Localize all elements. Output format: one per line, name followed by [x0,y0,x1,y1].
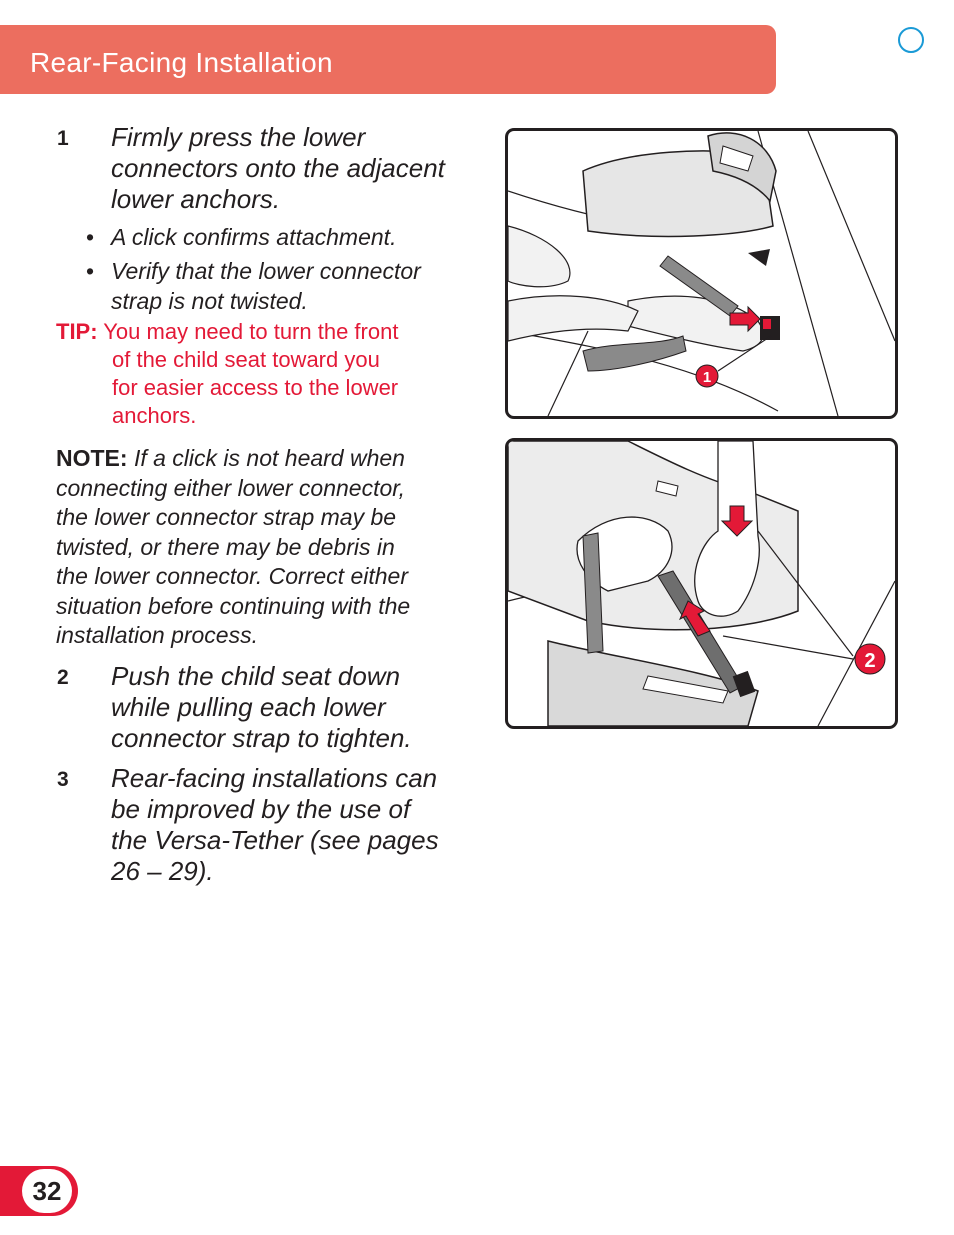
figure-2-callout: 2 [864,650,875,672]
step-number: 2 [57,666,69,689]
figure-1-drawing: 1 [508,131,895,416]
bullet-line: A click confirms attachment. [111,224,397,250]
bullet-line: Verify that the lower connector [111,258,421,284]
bullet-item: Verify that the lower connector strap is… [111,256,421,316]
note-label: NOTE: [56,445,128,471]
step-line: Push the child seat down [111,661,401,691]
step-line: the Versa-Tether (see pages [111,825,439,855]
tip-line: anchors. [112,403,197,428]
page-number: 32 [32,1176,62,1206]
step-line: Firmly press the lower [111,122,366,152]
figure-2-drawing: 2 [508,441,895,726]
step-number: 3 [57,768,69,791]
section-header-bar [0,25,776,94]
step-line: 26 – 29). [111,856,214,886]
page-number-badge-inner [22,1169,72,1213]
step-2-text: Push the child seat down while pulling e… [111,661,412,754]
page-number-badge [0,1166,78,1216]
tip-block: TIP: You may need to turn the front of t… [56,318,398,430]
step-number: 1 [57,127,69,150]
note-line: the lower connector strap may be [56,504,397,530]
bullet-marker: • [86,258,95,284]
note-line: installation process. [56,622,258,648]
bullet-line: strap is not twisted. [111,288,308,314]
bullet-marker: • [86,224,95,250]
step-line: connector strap to tighten. [111,723,412,753]
tip-line: You may need to turn the front [103,319,399,344]
note-line: twisted, or there may be debris in [56,533,395,560]
bullet-item: A click confirms attachment. [111,222,396,252]
note-block: NOTE: If a click is not heard when conne… [56,444,410,651]
figure-1-callout: 1 [703,369,711,386]
figure-1-illustration: 1 [505,128,898,419]
tip-line: for easier access to the lower [112,375,399,400]
section-title: Rear-Facing Installation [30,47,333,78]
step-line: Rear-facing installations can [111,763,438,793]
tip-line: of the child seat toward you [112,347,380,372]
step-line: be improved by the use of [111,794,411,824]
figure-2-illustration: 2 [505,438,898,729]
corner-circle-icon [898,27,924,53]
tip-label: TIP: [56,319,98,344]
note-line: connecting either lower connector, [56,474,406,501]
note-line: the lower connector. Correct either [56,563,408,589]
step-line: while pulling each lower [111,692,386,722]
step-line: lower anchors. [111,184,281,214]
note-line: If a click is not heard when [133,445,405,471]
step-line: connectors onto the adjacent [111,153,445,183]
step-3-text: Rear-facing installations can be improve… [111,763,439,887]
step-1-text: Firmly press the lower connectors onto t… [111,122,445,215]
note-line: situation before continuing with the [56,592,411,619]
